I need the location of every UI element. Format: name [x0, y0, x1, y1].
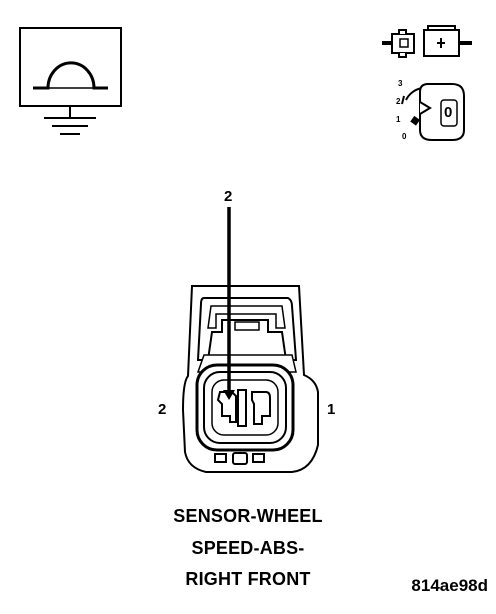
key-position-1: 1 — [396, 115, 401, 124]
right-pin-label: 1 — [327, 401, 336, 418]
key-label: 0 — [444, 104, 453, 121]
key-position-3: 3 — [398, 79, 403, 88]
caption-line-1: SENSOR-WHEEL — [173, 506, 323, 526]
figure-id: 814ae98d — [411, 576, 488, 595]
connector-diagram — [181, 207, 319, 473]
ignition-key-icon — [401, 83, 465, 141]
caption-line-2: SPEED-ABS- — [191, 538, 305, 558]
pin-callout-label: 2 — [224, 188, 233, 205]
left-pin-label: 2 — [158, 401, 167, 418]
ohmmeter-icon — [19, 27, 122, 135]
key-position-0: 0 — [402, 132, 407, 141]
disconnect-connector-icon — [382, 25, 472, 58]
caption-line-3: RIGHT FRONT — [185, 569, 311, 589]
key-position-2: 2 — [396, 97, 401, 106]
